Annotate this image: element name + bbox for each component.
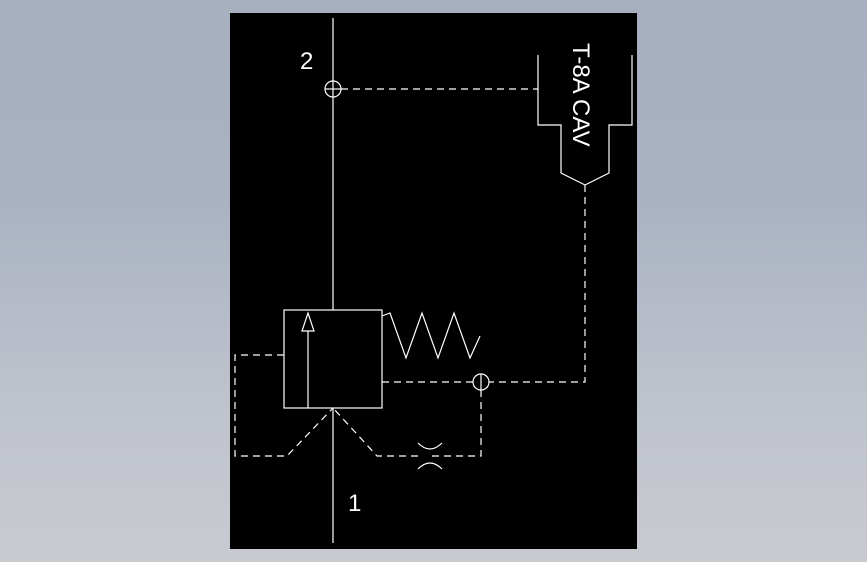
orifice-upper bbox=[417, 442, 443, 450]
orifice-lower bbox=[417, 462, 443, 470]
drain-line-right bbox=[430, 390, 482, 457]
drain-line-center bbox=[332, 407, 418, 457]
pilot-line-left bbox=[234, 354, 334, 457]
valve-envelope bbox=[283, 309, 383, 409]
pilot-line-right bbox=[489, 185, 586, 383]
port-2-label: 2 bbox=[300, 48, 313, 75]
cavity-label: T-8A CAV bbox=[567, 43, 594, 147]
flow-arrow-head bbox=[301, 311, 315, 332]
hydraulic-schematic: 2 1 T-8A CAV bbox=[234, 18, 633, 543]
cad-viewport[interactable]: 2 1 T-8A CAV bbox=[230, 13, 637, 549]
spring bbox=[381, 311, 481, 360]
port-1-label: 1 bbox=[348, 490, 361, 517]
